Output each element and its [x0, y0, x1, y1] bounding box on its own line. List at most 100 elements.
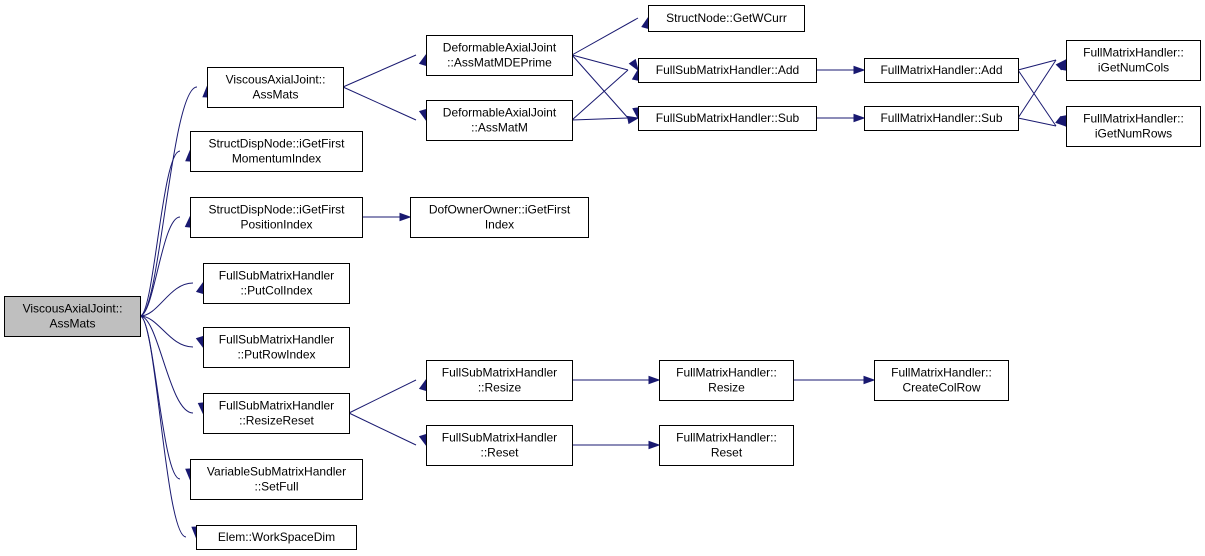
edge-fsmh_add-to-fmh_add [816, 65, 866, 75]
node-fmh-reset[interactable]: FullMatrixHandler::Reset [659, 425, 794, 466]
node-box[interactable] [426, 35, 573, 76]
edge-fmh_resize-to-fmh_createcolrow [793, 375, 876, 385]
node-box[interactable] [196, 525, 357, 550]
edge-line [1017, 117, 1057, 127]
node-sn-getwcurr[interactable]: StructNode::GetWCurr [648, 5, 805, 32]
node-fmh-resize[interactable]: FullMatrixHandler::Resize [659, 360, 794, 401]
node-box[interactable] [426, 425, 573, 466]
node-box[interactable] [4, 296, 141, 337]
node-box[interactable] [207, 67, 344, 108]
edge-line [139, 315, 187, 538]
node-box[interactable] [659, 360, 794, 401]
node-box[interactable] [203, 263, 350, 304]
node-vaj-assmats[interactable]: ViscousAxialJoint::AssMats [207, 67, 344, 108]
node-box[interactable] [1066, 106, 1201, 147]
node-label-line: StructDispNode::iGetFirst [208, 137, 345, 151]
node-box[interactable] [864, 58, 1019, 83]
node-fsmh-add[interactable]: FullSubMatrixHandler::Add [638, 58, 817, 83]
node-label-line: FullMatrixHandler:: [676, 366, 777, 380]
edge-root-to-fsmh_resizereset [139, 315, 207, 415]
edge-line [139, 86, 198, 317]
node-daj-assmatm[interactable]: DeformableAxialJoint::AssMatM [426, 100, 573, 141]
node-fmh-add[interactable]: FullMatrixHandler::Add [864, 58, 1019, 83]
node-box[interactable] [426, 100, 573, 141]
node-label-line: CreateColRow [902, 381, 980, 395]
node-vsmh-setfull[interactable]: VariableSubMatrixHandler::SetFull [190, 459, 363, 500]
edge-line [1017, 59, 1057, 71]
node-box[interactable] [874, 360, 1009, 401]
edge-line [139, 150, 181, 317]
node-fmh-numcols[interactable]: FullMatrixHandler::iGetNumCols [1066, 40, 1201, 81]
node-box[interactable] [648, 5, 805, 32]
node-daj-mdeprime[interactable]: DeformableAxialJoint::AssMatMDEPrime [426, 35, 573, 76]
node-fmh-createcolrow[interactable]: FullMatrixHandler::CreateColRow [874, 360, 1009, 401]
edge-arrowhead [418, 378, 427, 392]
node-label-line: FullMatrixHandler::Add [880, 63, 1002, 77]
edge-arrowhead [863, 375, 876, 385]
node-label-line: FullSubMatrixHandler::Add [656, 63, 799, 77]
node-root[interactable]: ViscousAxialJoint::AssMats [4, 296, 141, 337]
node-box[interactable] [638, 106, 817, 131]
node-label-line: FullMatrixHandler:: [1083, 46, 1184, 60]
edge-fsmh_resizereset-to-fsmh_reset [348, 412, 427, 447]
node-label-line: AssMats [252, 88, 298, 102]
node-box[interactable] [659, 425, 794, 466]
edge-line [342, 86, 417, 121]
edge-line [139, 315, 194, 348]
node-label-line: iGetNumRows [1095, 127, 1172, 141]
node-box[interactable] [203, 393, 350, 434]
node-label-line: ::Reset [480, 446, 519, 460]
node-label-line: ::AssMatMDEPrime [447, 56, 552, 70]
node-fsmh-putrow[interactable]: FullSubMatrixHandler::PutRowIndex [203, 327, 350, 368]
node-box[interactable] [190, 459, 363, 500]
node-box[interactable] [426, 360, 573, 401]
node-fmh-numrows[interactable]: FullMatrixHandler::iGetNumRows [1066, 106, 1201, 147]
node-label-line: DofOwnerOwner::iGetFirst [429, 203, 571, 217]
node-fsmh-resizereset[interactable]: FullSubMatrixHandler::ResizeReset [203, 393, 350, 434]
edge-arrowhead [1055, 116, 1068, 127]
edge-line [1017, 59, 1057, 119]
edge-arrowhead [648, 375, 661, 385]
edge-line [571, 117, 629, 121]
edge-line [139, 282, 194, 317]
edge-sdn_position-to-doo_index [362, 212, 412, 222]
edge-line [1017, 69, 1057, 127]
edge-arrowhead [195, 335, 204, 349]
node-box[interactable] [190, 197, 363, 238]
node-label-line: FullSubMatrixHandler [442, 431, 557, 445]
node-box[interactable] [1066, 40, 1201, 81]
edge-fsmh_reset-to-fmh_reset [572, 440, 661, 450]
node-label-line: MomentumIndex [232, 152, 321, 166]
edge-fsmh_resizereset-to-fsmh_resize [348, 378, 427, 414]
node-box[interactable] [190, 131, 363, 172]
node-fsmh-putcol[interactable]: FullSubMatrixHandler::PutColIndex [203, 263, 350, 304]
edge-arrowhead [641, 16, 650, 30]
node-fsmh-sub[interactable]: FullSubMatrixHandler::Sub [638, 106, 817, 131]
node-box[interactable] [864, 106, 1019, 131]
edge-line [139, 216, 181, 317]
edge-root-to-sdn_position [139, 215, 194, 317]
node-box[interactable] [638, 58, 817, 83]
edge-root-to-vsmh_setfull [139, 315, 194, 481]
node-elem-wsd[interactable]: Elem::WorkSpaceDim [196, 525, 357, 550]
node-label-line: FullSubMatrixHandler::Sub [656, 111, 800, 125]
edge-line [139, 315, 194, 414]
node-label-line: FullMatrixHandler:: [1083, 112, 1184, 126]
edge-line [571, 17, 639, 56]
node-label-line: DeformableAxialJoint [443, 41, 557, 55]
node-fsmh-resize[interactable]: FullSubMatrixHandler::Resize [426, 360, 573, 401]
node-label-line: Reset [711, 446, 743, 460]
node-label-line: FullSubMatrixHandler [219, 269, 334, 283]
node-fsmh-reset[interactable]: FullSubMatrixHandler::Reset [426, 425, 573, 466]
node-box[interactable] [410, 197, 589, 238]
edge-daj_assmatm-to-fsmh_add [571, 68, 641, 121]
edge-arrowhead [418, 108, 427, 122]
node-fmh-sub[interactable]: FullMatrixHandler::Sub [864, 106, 1019, 131]
edge-arrowhead [418, 433, 427, 447]
node-label-line: Elem::WorkSpaceDim [218, 530, 335, 544]
node-box[interactable] [203, 327, 350, 368]
edge-vaj_assmats-to-daj_mdeprime [342, 53, 427, 88]
